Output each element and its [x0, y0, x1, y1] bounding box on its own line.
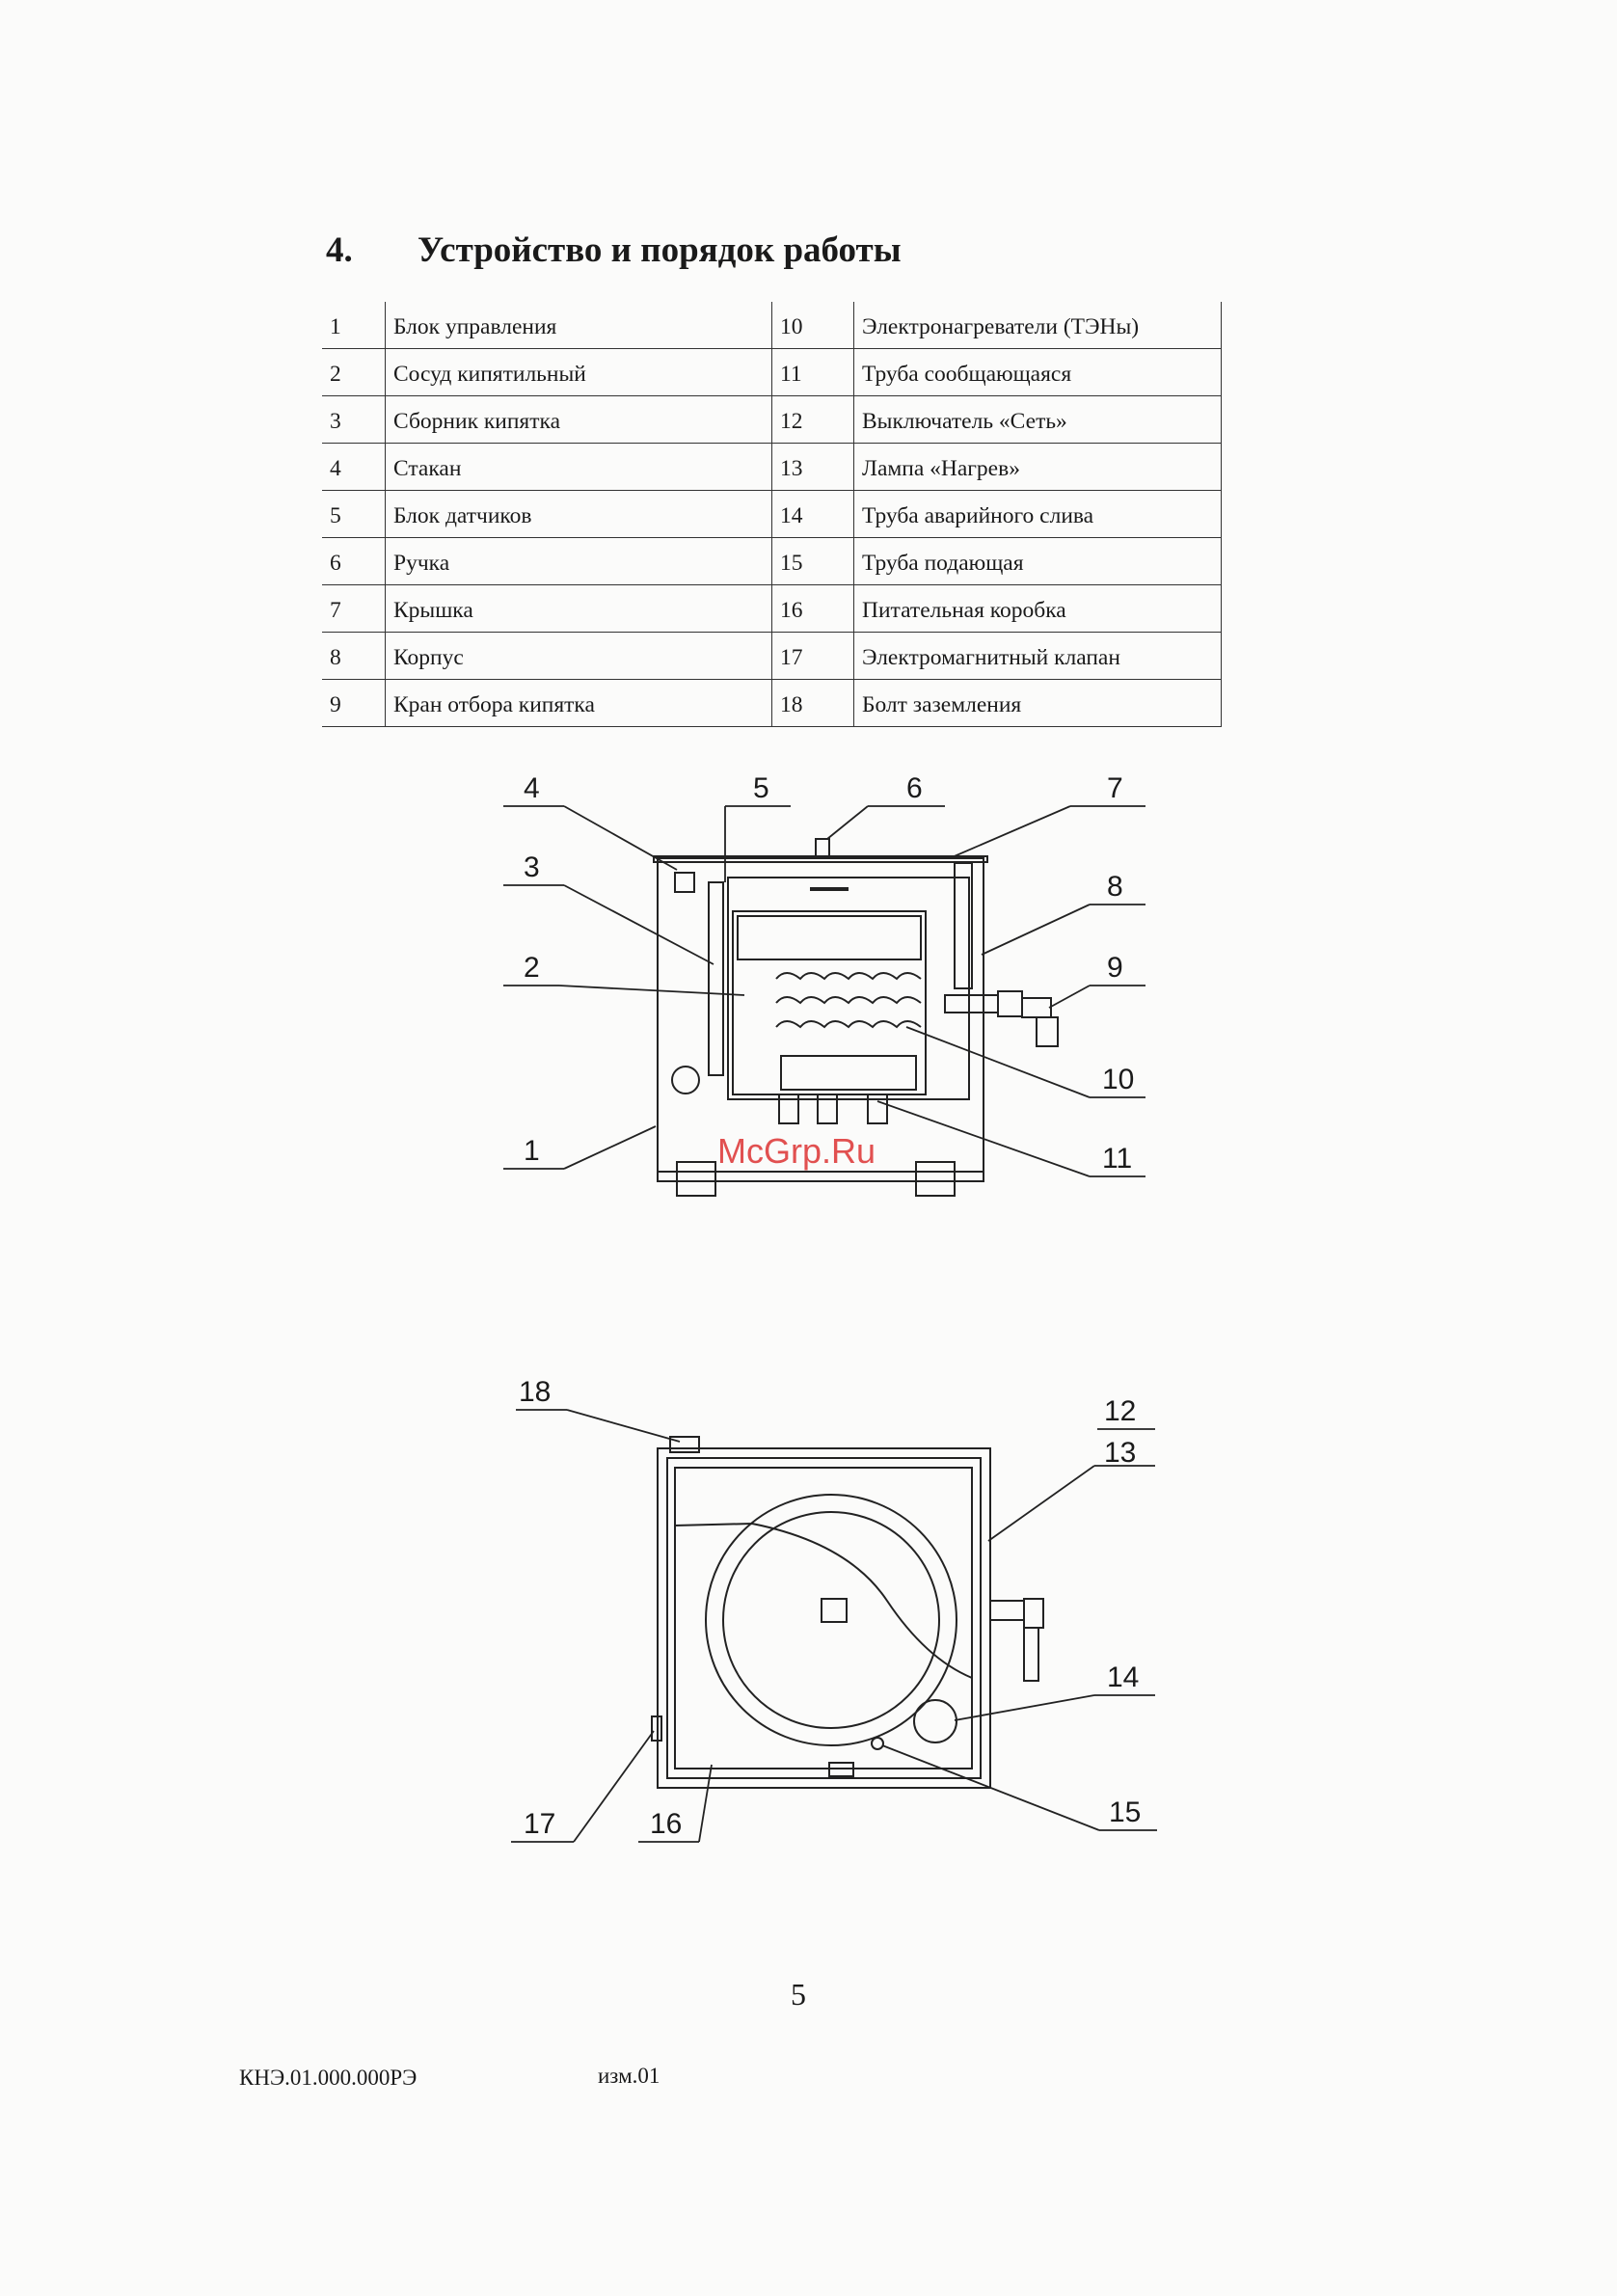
section-heading: 4. Устройство и порядок работы [326, 230, 902, 271]
top-view-drawing [651, 1436, 1044, 1789]
callout-12: 12 [1104, 1395, 1136, 1427]
part-name: Блок управления [385, 302, 772, 349]
part-number: 14 [771, 490, 854, 538]
callout-18: 18 [519, 1376, 551, 1408]
part-number: 18 [771, 679, 854, 727]
part-name: Электронагреватели (ТЭНы) [853, 302, 1222, 349]
part-name: Стакан [385, 443, 772, 491]
part-name: Кран отбора кипятка [385, 679, 772, 727]
callout-13: 13 [1104, 1437, 1136, 1469]
part-number: 10 [771, 302, 854, 349]
part-number: 12 [771, 395, 854, 444]
callout-10: 10 [1102, 1064, 1134, 1095]
callout-14: 14 [1107, 1661, 1139, 1693]
part-name: Корпус [385, 632, 772, 680]
part-name: Блок датчиков [385, 490, 772, 538]
callout-16: 16 [650, 1808, 682, 1840]
callout-8: 8 [1107, 871, 1123, 903]
part-name: Лампа «Нагрев» [853, 443, 1222, 491]
part-name: Труба сообщающаяся [853, 348, 1222, 396]
side-section-leaders [503, 805, 1145, 1177]
top-view-leaders [511, 1409, 1157, 1843]
part-name: Ручка [385, 537, 772, 585]
part-name: Выключатель «Сеть» [853, 395, 1222, 444]
callout-5: 5 [753, 772, 769, 804]
part-number: 9 [322, 679, 386, 727]
callout-4: 4 [524, 772, 540, 804]
callout-11: 11 [1102, 1143, 1132, 1175]
part-number: 11 [771, 348, 854, 396]
part-name: Электромагнитный клапан [853, 632, 1222, 680]
part-name: Сборник кипятка [385, 395, 772, 444]
callout-17: 17 [524, 1808, 555, 1840]
part-number: 4 [322, 443, 386, 491]
callout-9: 9 [1107, 952, 1123, 984]
document-code: КНЭ.01.000.000РЭ [239, 2066, 418, 2090]
part-name: Питательная коробка [853, 584, 1222, 633]
part-number: 8 [322, 632, 386, 680]
part-name: Болт заземления [853, 679, 1222, 727]
callout-2: 2 [524, 952, 540, 984]
part-number: 17 [771, 632, 854, 680]
part-number: 1 [322, 302, 386, 349]
callout-15: 15 [1109, 1796, 1141, 1828]
revision-label: изм.01 [598, 2064, 660, 2088]
part-number: 13 [771, 443, 854, 491]
part-number: 15 [771, 537, 854, 585]
part-number: 16 [771, 584, 854, 633]
part-name: Крышка [385, 584, 772, 633]
callout-3: 3 [524, 851, 540, 883]
part-name: Сосуд кипятильный [385, 348, 772, 396]
callout-1: 1 [524, 1135, 540, 1167]
part-name: Труба аварийного слива [853, 490, 1222, 538]
callout-7: 7 [1107, 772, 1123, 804]
watermark: McGrp.Ru [717, 1131, 876, 1171]
section-title: Устройство и порядок работы [418, 230, 902, 270]
part-number: 7 [322, 584, 386, 633]
callout-6: 6 [906, 772, 923, 804]
part-name: Труба подающая [853, 537, 1222, 585]
part-number: 5 [322, 490, 386, 538]
part-number: 3 [322, 395, 386, 444]
page-number: 5 [791, 1977, 806, 2012]
part-number: 6 [322, 537, 386, 585]
side-section-drawing [653, 838, 1059, 1197]
section-number: 4. [326, 230, 353, 270]
part-number: 2 [322, 348, 386, 396]
